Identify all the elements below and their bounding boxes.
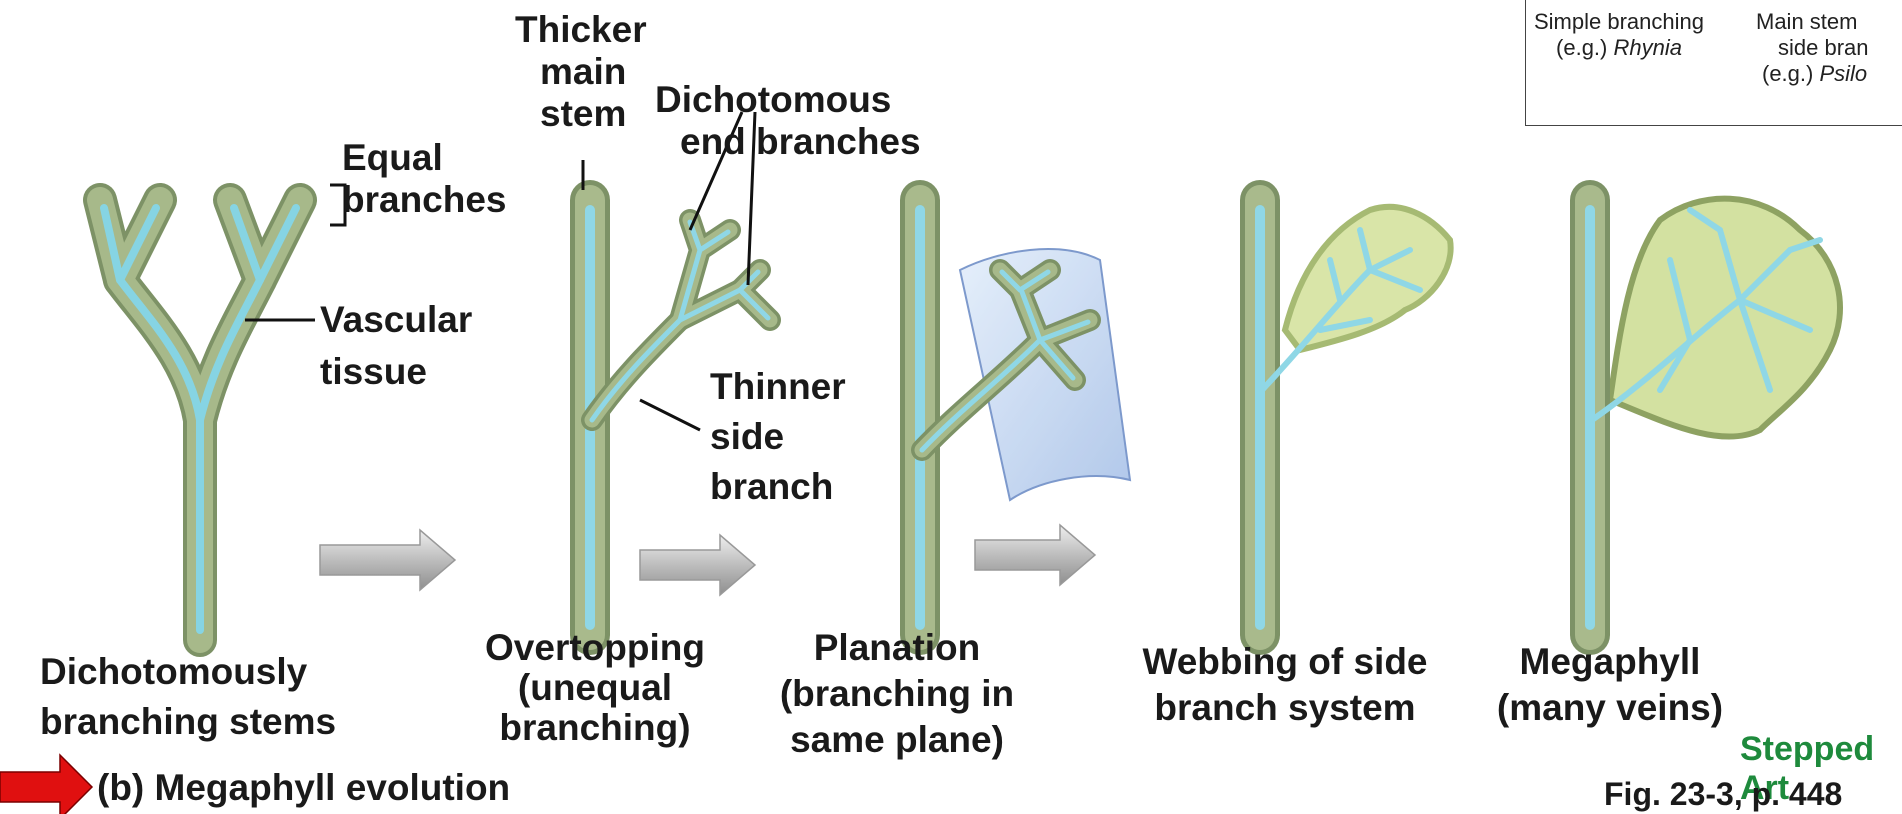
stage-4-caption: Webbing of side branch system <box>1115 642 1455 728</box>
process-arrow-1 <box>320 530 455 590</box>
section-title: (b) Megaphyll evolution <box>97 768 510 808</box>
stage-2-line2: (unequal <box>455 668 735 708</box>
process-arrow-2 <box>640 535 755 595</box>
label-thicker: Thicker <box>515 10 647 50</box>
stage-3-line2: (branching in <box>752 674 1042 714</box>
label-stem: stem <box>540 94 626 134</box>
stage-4-line2: branch system <box>1115 688 1455 728</box>
label-side: side <box>710 417 784 457</box>
stage-3-line1: Planation <box>752 628 1042 668</box>
process-arrow-3 <box>975 525 1095 585</box>
label-dichotomous: Dichotomous <box>655 80 891 120</box>
figure-reference: Fig. 23-3, p. 448 <box>1604 776 1842 813</box>
inset-col1-line1: Simple branching <box>1534 9 1704 35</box>
stage-5-line1: Megaphyll <box>1490 642 1730 682</box>
stage-2-line1: Overtopping <box>455 628 735 668</box>
inset-panel: Simple branching (e.g.) Rhynia Main stem… <box>1525 0 1902 126</box>
label-vascular: Vascular <box>320 300 472 340</box>
stage-1-line1: Dichotomously <box>40 652 336 692</box>
inset-col2-line2: side bran <box>1756 35 1869 61</box>
stage-2-caption: Overtopping (unequal branching) <box>455 628 735 748</box>
dichotomous-stem-illustration <box>100 200 300 640</box>
label-main: main <box>540 52 626 92</box>
inset-col2-line1: Main stem <box>1756 9 1869 35</box>
label-end-branches: end branches <box>680 122 921 162</box>
label-thinner: Thinner <box>710 367 846 407</box>
stage-2-line3: branching) <box>455 708 735 748</box>
stage-3-caption: Planation (branching in same plane) <box>752 628 1042 760</box>
stage-1-caption: Dichotomously branching stems <box>40 652 336 742</box>
label-equal: Equal <box>342 138 443 178</box>
stage-3-line3: same plane) <box>752 720 1042 760</box>
inset-col1-line2: (e.g.) Rhynia <box>1534 35 1704 61</box>
label-tissue: tissue <box>320 352 427 392</box>
stage-5-caption: Megaphyll (many veins) <box>1490 642 1730 728</box>
stage-1-line2: branching stems <box>40 702 336 742</box>
inset-caption-simple: Simple branching (e.g.) Rhynia <box>1534 9 1704 61</box>
webbing-stem-illustration <box>1260 200 1451 635</box>
inset-col2-line3: (e.g.) Psilo <box>1756 61 1869 87</box>
stage-5-line2: (many veins) <box>1490 688 1730 728</box>
inset-caption-main-stem: Main stem side bran (e.g.) Psilo <box>1756 9 1869 87</box>
label-branches: branches <box>342 180 507 220</box>
stage-4-line1: Webbing of side <box>1115 642 1455 682</box>
red-arrow-icon <box>0 755 92 814</box>
label-branch: branch <box>710 467 833 507</box>
megaphyll-illustration <box>1590 199 1840 635</box>
